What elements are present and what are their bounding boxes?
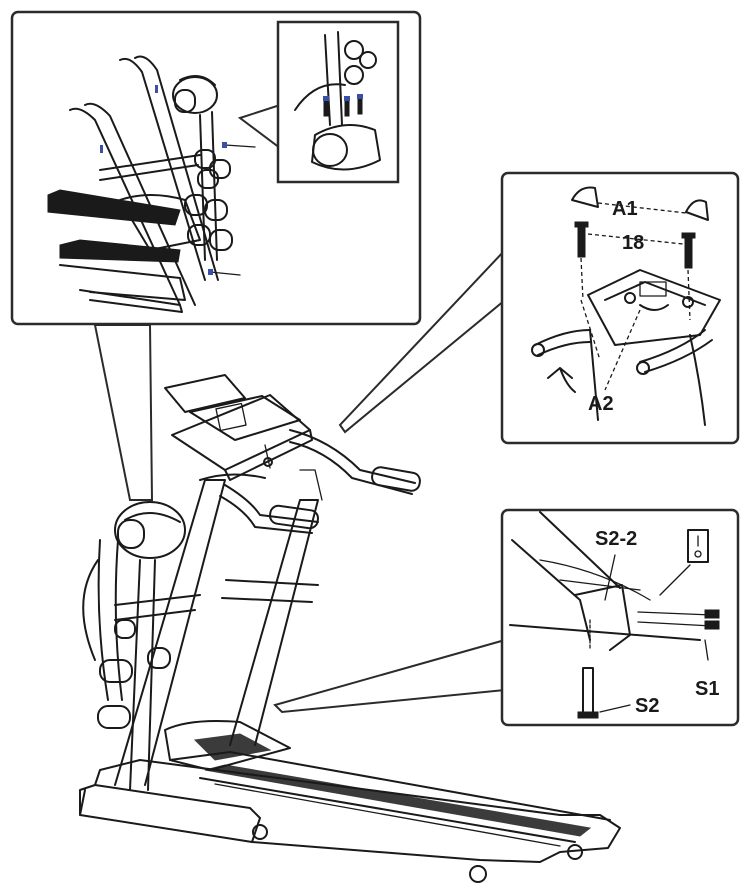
label-18: 18: [622, 232, 644, 254]
treadmill-main: [79, 374, 621, 883]
callout-panel-top-left: [10, 10, 422, 326]
power-switch-icon: [687, 529, 709, 563]
label-s2-2: S2-2: [595, 528, 637, 550]
label-a1: A1: [612, 198, 638, 220]
callout-panel-console: A1 18 A2: [500, 171, 740, 445]
label-s2: S2: [635, 695, 659, 717]
callout-panel-base: S2-2 S1 S2: [500, 508, 740, 727]
label-s1: S1: [695, 678, 719, 700]
callout-pointers: [93, 247, 506, 714]
label-a2: A2: [588, 393, 614, 415]
